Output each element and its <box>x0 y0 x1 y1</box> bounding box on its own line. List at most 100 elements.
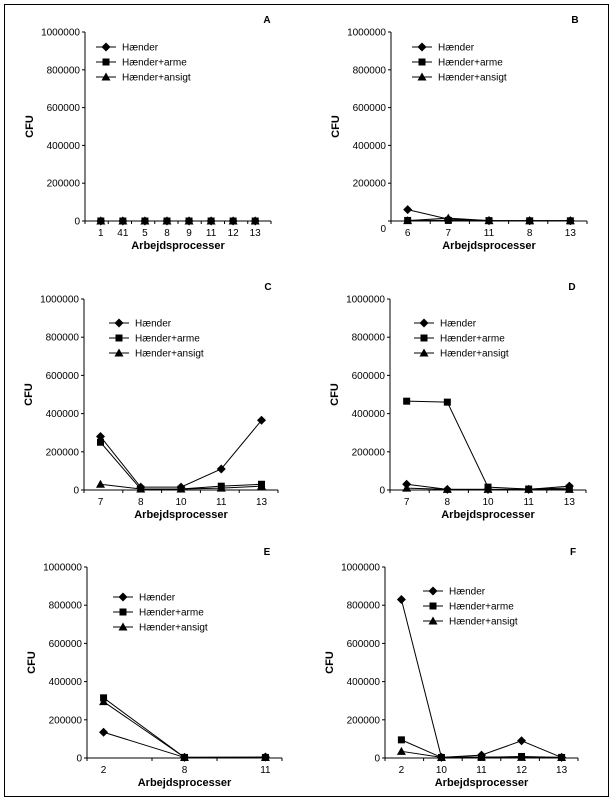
legend-entry-text: Hænder <box>440 319 477 330</box>
y-tick-label: 200000 <box>353 179 387 190</box>
x-tick-label: 10 <box>436 765 448 776</box>
x-tick-label: 13 <box>256 497 268 508</box>
y-tick-label: 0 <box>374 754 380 765</box>
y-tick-label: 1000000 <box>40 295 79 306</box>
y-tick-label: 1000000 <box>43 563 82 574</box>
data-point-diamond <box>477 750 486 760</box>
y-tick-label: 1000000 <box>347 28 386 39</box>
x-tick-label: 5 <box>142 228 148 239</box>
x-axis-label: Arbejdsprocesser <box>131 240 225 252</box>
data-point-diamond <box>118 216 128 226</box>
data-point-diamond <box>99 727 109 737</box>
data-point-diamond <box>442 484 452 494</box>
y-tick-label: 0 <box>74 217 80 228</box>
y-tick-label: 200000 <box>347 715 381 726</box>
x-tick-label: 10 <box>482 497 494 508</box>
panel-letter: E <box>264 547 271 558</box>
data-point-diamond <box>250 216 260 226</box>
series-line-3 <box>103 701 266 758</box>
x-axis-label: Arbejdsprocesser <box>441 509 535 521</box>
legend-entry-text: Hænder+arme <box>139 608 204 619</box>
legend-marker-triangle <box>419 348 429 357</box>
legend-marker-diamond <box>419 318 429 328</box>
data-point-square <box>443 398 451 406</box>
y-tick-label: 600000 <box>347 639 381 650</box>
data-point-diamond <box>176 482 186 492</box>
y-tick-label: 1000000 <box>341 563 380 574</box>
y-tick-label: 400000 <box>47 141 81 152</box>
data-point-diamond <box>184 216 194 226</box>
x-tick-label: 12 <box>516 765 528 776</box>
x-tick-label: 7 <box>404 497 410 508</box>
data-point-diamond <box>484 216 494 226</box>
y-tick-label: 1000000 <box>346 295 385 306</box>
legend-entry-text: Hænder+arme <box>440 334 505 345</box>
data-point-square <box>96 438 104 446</box>
y-tick-label: 800000 <box>49 601 83 612</box>
panel-letter: C <box>264 282 271 293</box>
origin-label: 0 <box>380 224 386 235</box>
data-point-diamond <box>96 216 106 226</box>
data-point-diamond <box>524 484 534 494</box>
y-tick-label: 0 <box>73 486 79 497</box>
legend-marker-triangle <box>118 622 128 631</box>
y-tick-label: 0 <box>379 486 385 497</box>
x-tick-label: 11 <box>216 497 227 508</box>
y-tick-label: 800000 <box>352 333 386 344</box>
data-point-diamond <box>396 594 406 604</box>
x-tick-label: 8 <box>527 228 533 239</box>
legend-entry-text: Hænder+arme <box>122 58 187 69</box>
data-point-diamond <box>565 216 575 226</box>
y-tick-label: 200000 <box>46 447 80 458</box>
x-tick-label: 1 <box>98 228 104 239</box>
legend-entry-text: Hænder+ansigt <box>440 349 509 360</box>
data-point-diamond <box>228 216 238 226</box>
legend-marker-triangle <box>417 72 427 81</box>
panel-letter: F <box>570 547 576 558</box>
data-point-diamond <box>564 481 574 491</box>
x-tick-label: 10 <box>175 497 187 508</box>
x-tick-label: 11 <box>484 228 495 239</box>
data-point-diamond <box>402 479 412 489</box>
x-tick-label: 13 <box>564 497 576 508</box>
y-tick-label: 400000 <box>49 677 83 688</box>
y-tick-label: 400000 <box>352 409 386 420</box>
x-axis-label: Arbejdsprocesser <box>435 777 529 789</box>
legend-entry-text: Hænder+ansigt <box>122 73 191 84</box>
x-tick-label: 11 <box>206 228 217 239</box>
x-tick-label: 13 <box>250 228 262 239</box>
x-tick-label: 8 <box>138 497 144 508</box>
x-tick-label: 8 <box>445 497 451 508</box>
data-point-diamond <box>140 216 150 226</box>
legend-marker-square <box>119 608 127 616</box>
legend-entry-text: Hænder <box>438 43 475 54</box>
x-tick-label: 8 <box>182 765 188 776</box>
legend-marker-square <box>429 602 437 610</box>
x-tick-label: 12 <box>228 228 240 239</box>
data-point-triangle <box>396 746 406 755</box>
series-line-2 <box>103 697 266 758</box>
data-point-square <box>518 752 526 760</box>
panel-letter: A <box>263 15 270 26</box>
x-tick-label: 13 <box>565 228 577 239</box>
data-point-diamond <box>206 216 216 226</box>
data-point-triangle <box>95 479 105 488</box>
data-point-diamond <box>162 216 172 226</box>
data-point-square <box>258 480 266 488</box>
y-tick-label: 800000 <box>353 65 387 76</box>
legend-marker-square <box>418 58 426 66</box>
panel-letter: B <box>571 15 578 26</box>
y-tick-label: 200000 <box>49 715 83 726</box>
data-point-diamond <box>95 432 105 442</box>
panel-letter: D <box>568 282 575 293</box>
y-axis-label: CFU <box>324 651 336 674</box>
data-point-square <box>397 736 405 744</box>
legend-marker-square <box>115 334 123 342</box>
legend-marker-square <box>102 58 110 66</box>
